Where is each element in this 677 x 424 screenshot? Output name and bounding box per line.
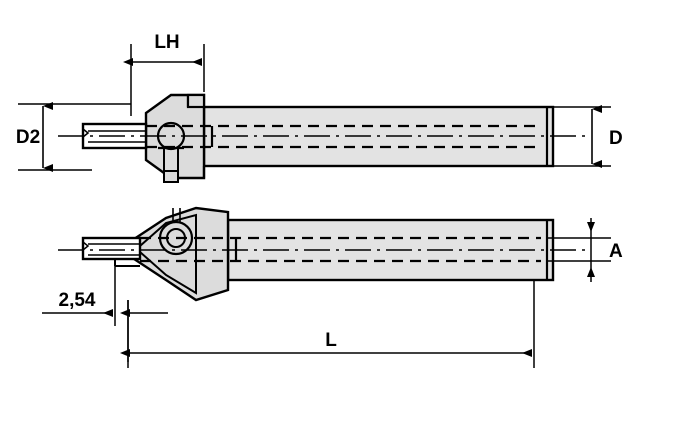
top-view-group bbox=[58, 93, 585, 183]
a-arrow-lower bbox=[587, 267, 595, 277]
dimension-d: D bbox=[547, 105, 623, 168]
a-dimension-label: A bbox=[609, 241, 623, 262]
dimension-offset: 2,54 bbox=[42, 266, 168, 362]
bottom-view-tool-tip-shaft bbox=[81, 236, 142, 261]
top-view-tip-notch bbox=[82, 128, 90, 138]
dimension-lh: LH bbox=[123, 32, 205, 116]
lh-dimension-label: LH bbox=[154, 32, 179, 53]
d2-dimension-label: D2 bbox=[16, 127, 40, 148]
bottom-view-tip-notch bbox=[82, 241, 90, 251]
offset-dimension-label: 2,54 bbox=[59, 290, 96, 311]
dimension-l: L bbox=[120, 280, 535, 368]
a-arrow-upper bbox=[587, 222, 595, 232]
top-view-head-collar bbox=[186, 93, 206, 109]
d-dimension-label: D bbox=[609, 128, 623, 149]
l-dimension-label: L bbox=[325, 330, 337, 351]
top-view-clamp-screw-tip bbox=[163, 170, 179, 183]
dimension-d2: D2 bbox=[16, 102, 131, 172]
bottom-view-group bbox=[58, 206, 585, 302]
dimension-a: A bbox=[547, 218, 623, 282]
